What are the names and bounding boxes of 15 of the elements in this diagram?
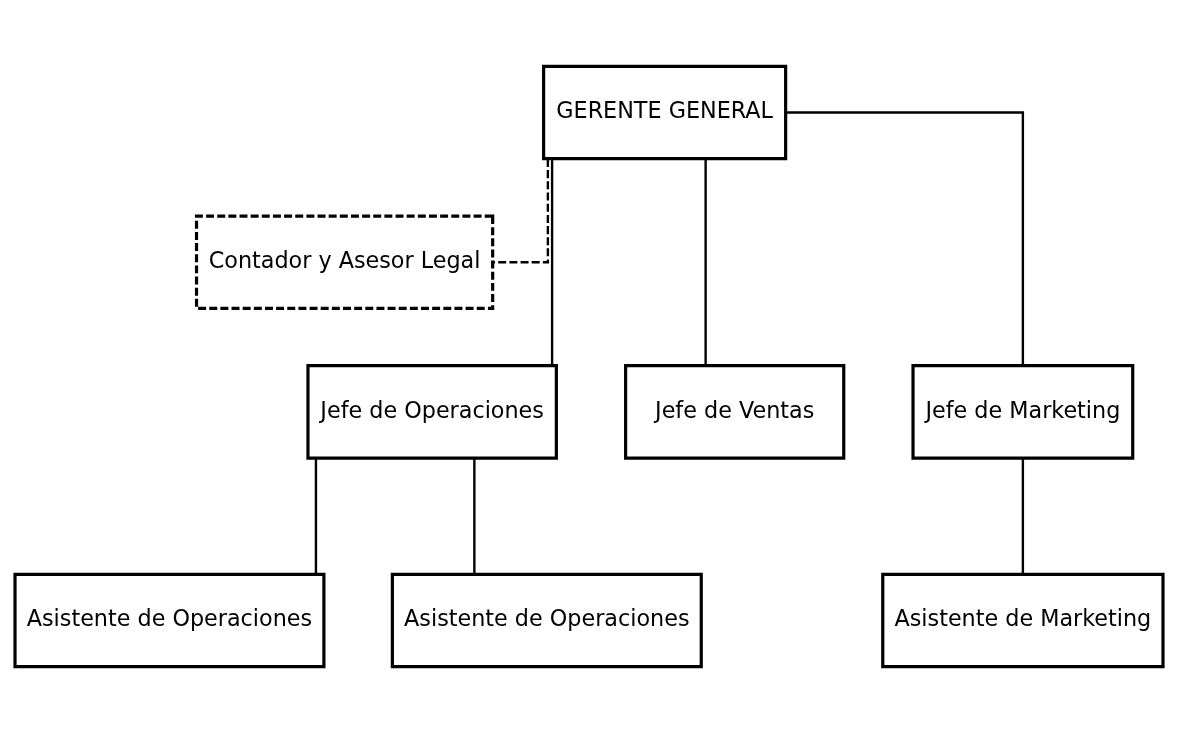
connector: [1021, 458, 1025, 574]
node-box: Asistente de Operaciones: [390, 572, 703, 669]
connector: [492, 159, 550, 264]
node-box: Asistente de Operaciones: [13, 572, 326, 669]
node-box: Contador y Asesor Legal: [194, 214, 495, 310]
node-box: Jefe de Marketing: [911, 364, 1135, 460]
connector: [473, 458, 476, 574]
node-box: GERENTE GENERAL: [542, 64, 788, 161]
connector: [550, 159, 554, 366]
connector: [314, 458, 318, 574]
connector: [785, 111, 1025, 366]
node-box: Jefe de Ventas: [624, 364, 846, 460]
connector: [704, 159, 707, 366]
node-box: Asistente de Marketing: [881, 572, 1165, 669]
node-box: Jefe de Operaciones: [306, 364, 558, 460]
